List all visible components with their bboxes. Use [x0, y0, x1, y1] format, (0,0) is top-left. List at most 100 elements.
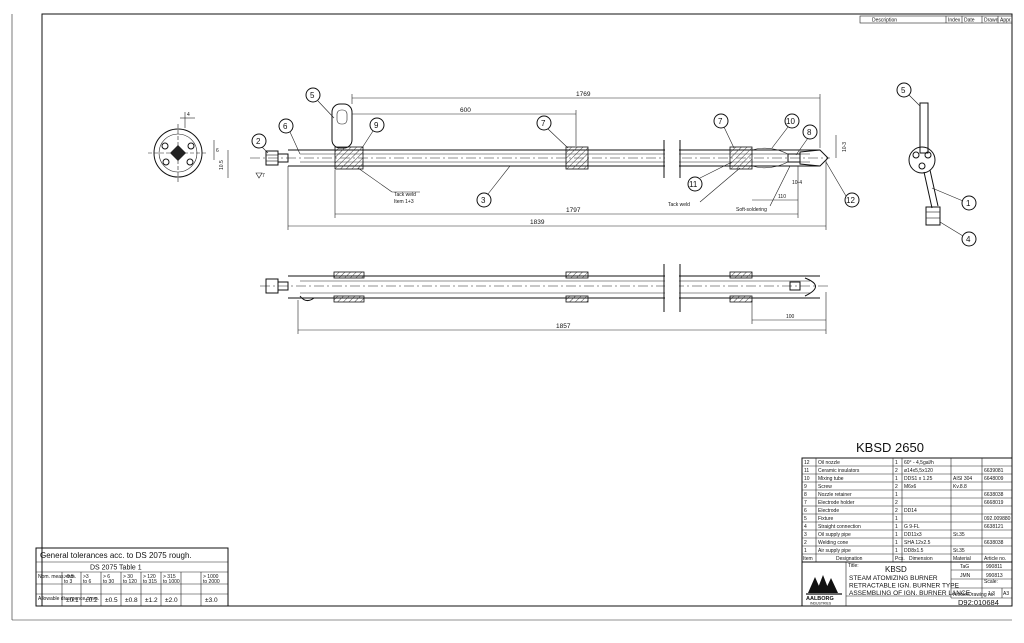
parts-cell-designation: Welding cone	[818, 540, 848, 546]
range-bottom-4: to 315	[143, 579, 157, 585]
balloon-5-right: 5	[901, 86, 906, 95]
parts-cell-designation: Air supply pipe	[818, 548, 851, 554]
parts-header-pcs: Pcs.	[895, 556, 905, 562]
parts-cell-article: 6668019	[984, 500, 1004, 506]
parts-cell-pcs: 1	[895, 492, 898, 498]
title-line-2: RETRACTABLE IGN. BURNER TYPE	[849, 583, 960, 590]
parts-list-grid	[815, 458, 983, 562]
drawing-title: KBSD 2650	[856, 440, 924, 455]
title-name: KBSD	[885, 565, 907, 574]
parts-cell-designation: Straight connection	[818, 524, 861, 530]
parts-cell-pcs: 1	[895, 532, 898, 538]
parts-cell-designation: Oil supply pipe	[818, 532, 851, 538]
parts-cell-pcs: 2	[895, 500, 898, 506]
parts-cell-dimension: 60° - 4,5gal/h	[904, 460, 934, 466]
parts-header-item: Item	[803, 556, 813, 562]
drawing-no-label: Article/Drawing no.	[953, 592, 995, 598]
title-label: Title:	[848, 563, 859, 569]
parts-header-designation: Designation	[836, 556, 863, 562]
approved-by: JMN	[960, 573, 971, 579]
title-line-3: ASSEMBLING OF IGN. BURNER LANCE	[849, 590, 971, 597]
parts-cell-pcs: 2	[895, 468, 898, 474]
dim-10-4: 10-4	[792, 180, 802, 186]
tolerance-subtitle: DS 2075 Table 1	[90, 565, 142, 572]
range-bottom-2: to 30	[103, 579, 114, 585]
parts-cell-item: 5	[804, 516, 807, 522]
range-top-4: > 120	[143, 574, 156, 580]
parts-cell-item: 10	[804, 476, 810, 482]
balloon-11: 11	[689, 180, 698, 189]
parts-header-article: Article no.	[984, 556, 1006, 562]
balloon-1-right: 1	[966, 199, 971, 208]
drawn-date: 990811	[986, 564, 1003, 570]
dim-100: 100	[786, 314, 795, 320]
balloon-12: 12	[846, 196, 855, 205]
parts-cell-article: 6638121	[984, 524, 1004, 530]
dim-1797: 1797	[566, 207, 581, 214]
dim-7: 7	[262, 173, 265, 179]
parts-cell-pcs: 2	[895, 484, 898, 490]
drawing-number: D92:010684	[958, 598, 999, 607]
parts-cell-material: Kv.8.8	[953, 484, 967, 490]
tol-value-5: ±2.0	[165, 597, 178, 604]
note-tack-weld-1: Tack weld	[394, 192, 416, 198]
parts-cell-designation: Electrode holder	[818, 500, 855, 506]
scale-label: Scale:	[984, 579, 998, 585]
parts-cell-designation: Electrode	[818, 508, 839, 514]
parts-cell-item: 12	[804, 460, 810, 466]
row-label-divergence: Allowable divergence ±mm.	[38, 596, 99, 602]
parts-cell-designation: Ceramic insulators	[818, 468, 860, 474]
tol-value-0: ±0.1	[66, 597, 79, 604]
range-bottom-0: to 3	[64, 579, 73, 585]
parts-cell-pcs: 2	[895, 508, 898, 514]
dim-1839: 1839	[530, 219, 545, 226]
parts-cell-material: St.35	[953, 548, 965, 554]
drawn-by: TaG	[960, 564, 969, 570]
balloons: 2 6 5 9 3 7 7 10 8 11 12	[251, 87, 860, 208]
parts-cell-designation: Oil nozzle	[818, 460, 840, 466]
parts-cell-article: 6638038	[984, 492, 1004, 498]
parts-cell-dimension: SHA 12x2.5	[904, 540, 931, 546]
parts-cell-item: 8	[804, 492, 807, 498]
dim-1769: 1769	[576, 91, 591, 98]
tolerance-table: General tolerances acc. to DS 2075 rough…	[35, 547, 229, 607]
parts-cell-designation: Screw	[818, 484, 832, 490]
range-top-5: > 315	[163, 574, 176, 580]
parts-cell-article: 6638038	[984, 540, 1004, 546]
tol-value-2: ±0.5	[105, 597, 118, 604]
parts-cell-item: 9	[804, 484, 807, 490]
balloon-5: 5	[310, 91, 315, 100]
parts-cell-item: 7	[804, 500, 807, 506]
parts-cell-pcs: 1	[895, 516, 898, 522]
balloon-8: 8	[807, 128, 812, 137]
main-side-view: 1769 600 1797 1839 110 10-3 10-4 7 Tack …	[250, 91, 848, 230]
company-name: AALBORG	[806, 596, 834, 602]
parts-cell-dimension: ø14x5,5x120	[904, 468, 933, 474]
parts-cell-dimension: DDS1 x 1.25	[904, 476, 933, 482]
second-view: 100 1857	[260, 264, 830, 334]
header-description: Description	[872, 18, 897, 24]
balloon-7b: 7	[718, 117, 723, 126]
range-bottom-3: to 120	[123, 579, 137, 585]
dim-4: 4	[187, 112, 190, 118]
company-sub: INDUSTRIES	[810, 602, 832, 606]
company-logo	[806, 575, 842, 595]
approved-date: 990813	[986, 573, 1003, 579]
balloon-4-right: 4	[966, 235, 971, 244]
parts-cell-dimension: DD14	[904, 508, 917, 514]
parts-cell-item: 3	[804, 532, 807, 538]
range-top-3: > 30	[123, 574, 133, 580]
header-index: Index	[948, 18, 961, 24]
revision-header: Description Index Date Drawn Appr.	[859, 15, 1013, 24]
note-soft-soldering: Soft-soldering	[736, 207, 767, 213]
parts-cell-designation: Fixture	[818, 516, 834, 522]
parts-cell-article: 6639081	[984, 468, 1004, 474]
parts-cell-dimension: G 9-FL	[904, 524, 920, 530]
parts-cell-pcs: 1	[895, 540, 898, 546]
